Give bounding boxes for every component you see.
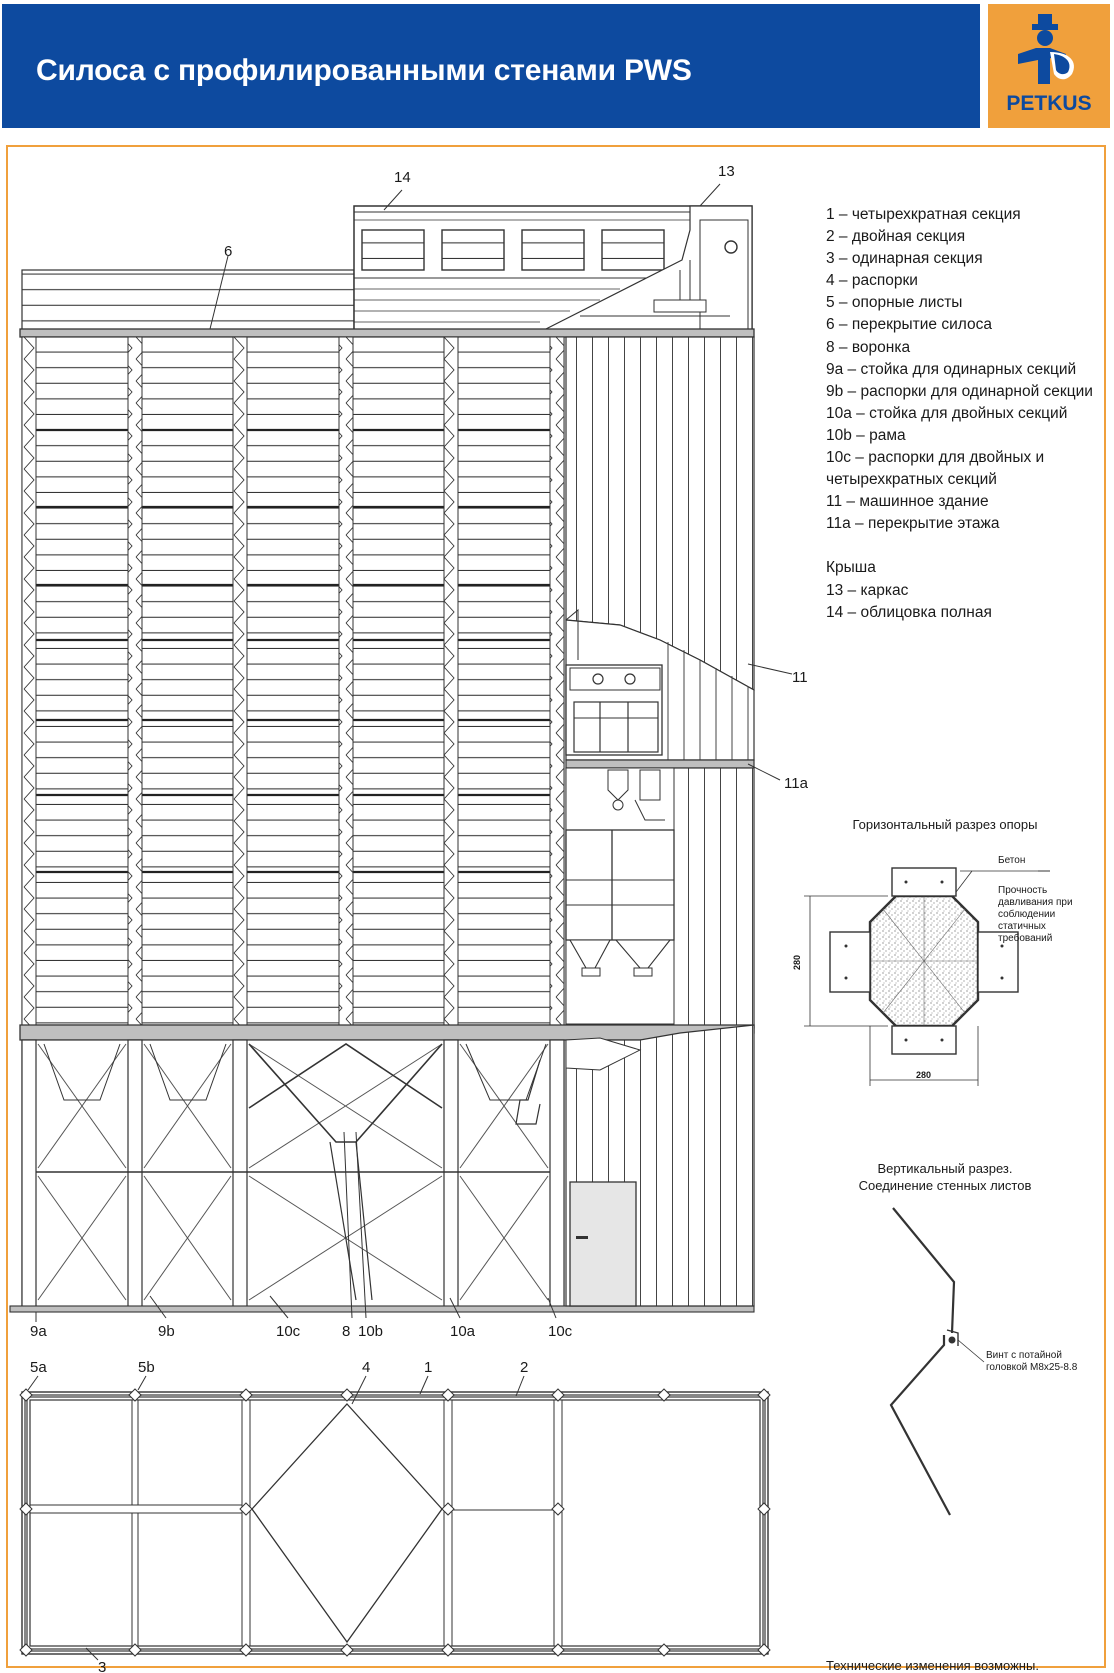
legend-item: 9a – стойка для одинарных секций (826, 360, 1077, 378)
legend-item: 10c – распорки для двойных и четырехкрат… (826, 449, 1045, 489)
label-11: 11 (792, 669, 808, 686)
label-2: 2 (520, 1359, 528, 1376)
legend-roof-heading: Крыша (826, 559, 876, 577)
leader-lines (35, 183, 793, 1322)
label-3: 3 (98, 1659, 106, 1673)
dimension-vertical: 280 (792, 955, 802, 970)
footnote: Технические изменения возможны. (826, 1658, 1039, 1673)
legend-item: 11 – машинное здание (826, 493, 989, 511)
label-14: 14 (394, 169, 411, 186)
silo-plan (19, 1375, 771, 1661)
machine-house (565, 336, 755, 1029)
legend-item: 10b – рама (826, 426, 906, 444)
concrete-label: Бетон (998, 855, 1026, 866)
label-13: 13 (718, 163, 735, 180)
petkus-logo: PETKUS (988, 4, 1110, 128)
legend-item: 3 – одинарная секция (826, 250, 983, 268)
legend-item: 4 – распорки (826, 272, 918, 290)
page-title: Силоса с профилированными стенами PWS (36, 54, 692, 87)
legend-item: 9b – распорки для одинарной секции (826, 382, 1093, 400)
label-10c-2: 10c (548, 1323, 573, 1340)
legend-item: 13 – каркас (826, 581, 909, 599)
petkus-man-icon (1018, 14, 1074, 84)
legend-item: 6 – перекрытие силоса (826, 316, 992, 334)
silo-body (21, 336, 565, 1026)
legend-item: 5 – опорные листы (826, 294, 963, 312)
support-cross-section: 280 280 (792, 867, 1050, 1086)
legend-item: 2 – двойная секция (826, 228, 966, 246)
dimension-horizontal: 280 (916, 1070, 931, 1080)
legend: 1 – четырехкратная секция 2 – двойная се… (826, 204, 1106, 624)
silo-bottom-slab (19, 1024, 755, 1041)
machine-floor (565, 759, 755, 769)
roof-cladding (353, 205, 753, 333)
legend-item: 11a – перекрытие этажа (826, 515, 1000, 533)
label-10c-1: 10c (276, 1323, 301, 1340)
label-8: 8 (342, 1323, 350, 1340)
legend-item: 10a – стойка для двойных секций (826, 404, 1068, 422)
logo-text: PETKUS (1006, 92, 1092, 115)
label-5b: 5b (138, 1359, 155, 1376)
legend-spacer (826, 535, 1106, 557)
label-6: 6 (224, 243, 232, 260)
label-4: 4 (362, 1359, 370, 1376)
label-10b: 10b (358, 1323, 383, 1340)
label-9a: 9a (30, 1323, 47, 1340)
strength-note: Прочность давливания при соблюдении стат… (998, 885, 1073, 944)
support-frame (9, 1024, 755, 1313)
legend-item: 14 – облицовка полная (826, 603, 992, 621)
label-10a: 10a (450, 1323, 476, 1340)
vertical-section-title-2: Соединение стенных листов (858, 1178, 1032, 1193)
legend-item: 1 – четырехкратная секция (826, 206, 1021, 223)
label-1: 1 (424, 1359, 432, 1376)
silo-columns (21, 336, 565, 1026)
screw-note: Винт с потайной головкой M8x25-8.8 (986, 1350, 1078, 1373)
label-5a: 5a (30, 1359, 47, 1376)
label-9b: 9b (158, 1323, 175, 1340)
drawing-frame (6, 145, 1106, 1668)
legend-item: 8 – воронка (826, 338, 911, 356)
silo-top-slab (19, 328, 755, 338)
label-11a: 11a (784, 775, 809, 792)
vertical-section-title-1: Вертикальный разрез. (877, 1161, 1013, 1176)
horizontal-section-title: Горизонтальный разрез опоры (852, 817, 1038, 832)
wall-sheet-section (889, 1207, 985, 1516)
silo-elevation (9, 205, 755, 1313)
machine-house-door (569, 1181, 637, 1307)
silo-roof (21, 269, 355, 333)
roof-vents (361, 229, 665, 271)
header-bar: Силоса с профилированными стенами PWS (2, 4, 980, 128)
